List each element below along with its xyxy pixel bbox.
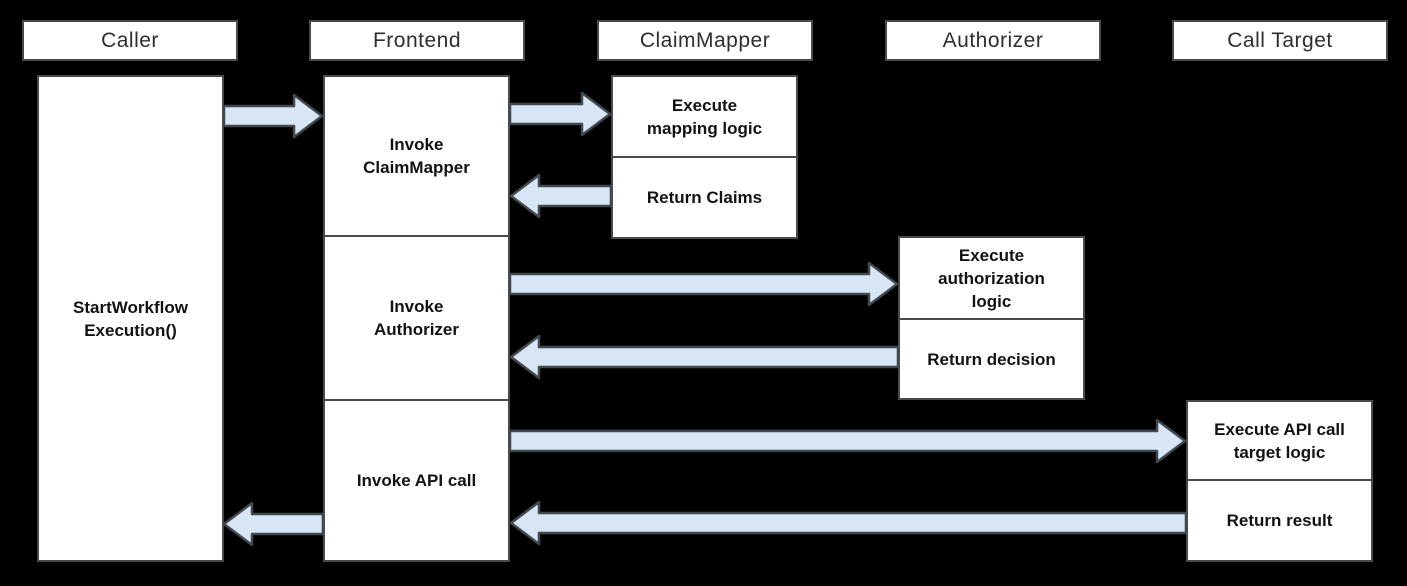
activation-label: Execute API call target logic (1214, 419, 1345, 462)
arrow-authorizer-to-frontend (509, 334, 900, 380)
activation-execute-mapping-logic: Execute mapping logic (611, 75, 798, 158)
arrow-frontend-to-call-target (508, 418, 1187, 464)
activation-execute-api-call-target-logic: Execute API call target logic (1186, 400, 1373, 481)
activation-label: StartWorkflow Execution() (73, 297, 188, 340)
activation-invoke-claimmapper: Invoke ClaimMapper (323, 75, 510, 237)
arrow-frontend-to-claimmapper (508, 91, 612, 137)
activation-column-authorizer: Execute authorization logic Return decis… (898, 236, 1085, 400)
activation-label: Execute authorization logic (938, 245, 1045, 311)
arrow-claimmapper-to-frontend (509, 173, 613, 219)
activation-column-frontend: Invoke ClaimMapper Invoke Authorizer Inv… (323, 75, 510, 562)
activation-label: Return decision (927, 349, 1056, 369)
lifeline-header-authorizer: Authorizer (885, 20, 1101, 61)
activation-return-claims: Return Claims (611, 156, 798, 239)
lifeline-header-caller: Caller (22, 20, 238, 61)
activation-return-decision: Return decision (898, 318, 1085, 400)
lifeline-header-call-target: Call Target (1172, 20, 1388, 61)
arrow-frontend-to-authorizer (508, 261, 899, 307)
activation-column-claimmapper: Execute mapping logic Return Claims (611, 75, 798, 239)
activation-label: Invoke ClaimMapper (363, 135, 470, 177)
lifeline-header-frontend: Frontend (309, 20, 525, 61)
activation-return-result: Return result (1186, 479, 1373, 562)
activation-start-workflow-execution: StartWorkflow Execution() (37, 75, 224, 562)
activation-column-call-target: Execute API call target logic Return res… (1186, 400, 1373, 562)
arrow-call-target-to-frontend (509, 500, 1188, 546)
lifeline-header-claimmapper: ClaimMapper (597, 20, 813, 61)
activation-label: Return Claims (646, 188, 763, 207)
arrow-caller-to-frontend (222, 93, 324, 139)
activation-label: Invoke Authorizer (374, 297, 459, 339)
activation-label: Execute mapping logic (646, 95, 763, 138)
activation-invoke-api-call: Invoke API call (323, 399, 510, 562)
activation-column-caller: StartWorkflow Execution() (37, 75, 224, 562)
arrow-frontend-to-caller (222, 501, 325, 547)
activation-invoke-authorizer: Invoke Authorizer (323, 235, 510, 401)
activation-label: Invoke API call (356, 471, 477, 490)
activation-label: Return result (1226, 511, 1333, 530)
activation-execute-authorization-logic: Execute authorization logic (898, 236, 1085, 320)
